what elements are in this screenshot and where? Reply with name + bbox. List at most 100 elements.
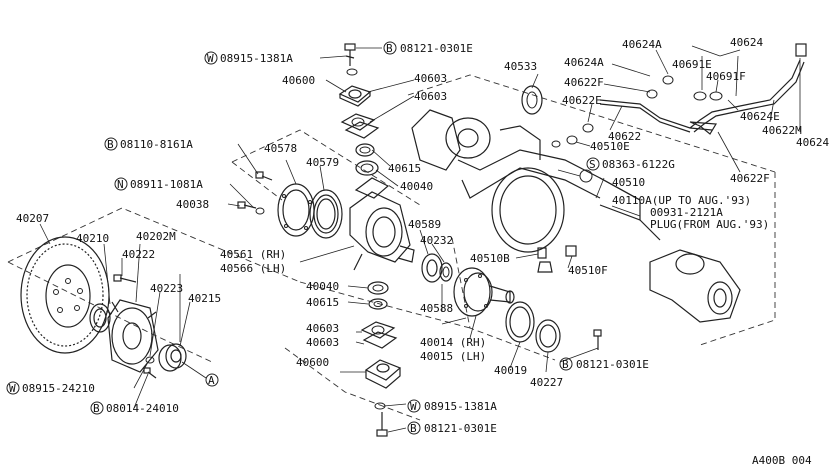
top-cap-40600-icon (338, 85, 372, 107)
bottom-bearing-40615-icon (368, 298, 388, 310)
label-40600-top: 40600 (282, 74, 315, 87)
label-40578: 40578 (264, 142, 297, 155)
label-08014: 08014-24010 (106, 402, 179, 415)
label-40624a-2: 40624A (622, 38, 662, 51)
label-40603-a: 40603 (414, 72, 447, 85)
seal-40579-icon (309, 189, 343, 239)
prefix-b-5: B (410, 422, 417, 435)
label-40561: 40561 (RH) (220, 248, 286, 261)
label-40510b: 40510B (470, 252, 510, 265)
label-40040-mid: 40040 (306, 280, 339, 293)
prefix-w-1: W (207, 52, 214, 65)
top-bearing-40615-icon (355, 143, 375, 157)
prefix-w-3: W (410, 400, 417, 413)
small-bolt-knuckle-icon (237, 171, 273, 215)
leader-lines (39, 45, 801, 433)
wheel-bearing-icon (158, 343, 187, 372)
steering-knuckle-icon (349, 177, 415, 271)
label-40622m: 40622M (762, 124, 802, 137)
label-40603-b: 40603 (414, 90, 447, 103)
filler-plug-icon (537, 245, 577, 273)
label-40600-bot: 40600 (296, 356, 329, 369)
label-40603-c: 40603 (306, 322, 339, 335)
label-08911: 08911-1081A (130, 178, 203, 191)
label-08915-24210: 08915-24210 (22, 382, 95, 395)
label-40210: 40210 (76, 232, 109, 245)
bottom-bolt-icon (374, 402, 388, 437)
oil-seal-40227-icon (535, 319, 561, 353)
label-40624a-1: 40624A (564, 56, 604, 69)
label-40040-top: 40040 (400, 180, 433, 193)
label-40691f: 40691F (706, 70, 746, 83)
bearing-40589-icon (421, 253, 443, 283)
washer-icon (143, 356, 157, 379)
axle-housing-icon (411, 109, 741, 323)
breather-tube-icon (599, 43, 807, 133)
label-top-bolt-b: 08121-0301E (400, 42, 473, 55)
prefix-s: S (589, 158, 596, 171)
label-bottom-bolt-w: 08915-1381A (424, 400, 497, 413)
label-40624-r: 40624 (796, 136, 829, 149)
hose-clamp-icon (551, 75, 723, 148)
label-40510: 40510 (612, 176, 645, 189)
spindle-icon (453, 267, 515, 317)
label-40015: 40015 (LH) (420, 350, 486, 363)
prefix-n: N (117, 178, 124, 191)
label-40624e: 40624E (740, 110, 780, 123)
seal-40232-mid-icon (439, 262, 453, 282)
label-40615-top: 40615 (388, 162, 421, 175)
bottom-cone-40040-icon (367, 281, 389, 295)
label-08121-mid: 08121-0301E (576, 358, 649, 371)
label-40227: 40227 (530, 376, 563, 389)
top-bolt-icon (344, 43, 358, 76)
label-40232: 40232 (420, 234, 453, 247)
seal-40533-icon (521, 85, 543, 115)
label-40014: 40014 (RH) (420, 336, 486, 349)
label-40622f-1: 40622F (564, 76, 604, 89)
label-40110a: 40110A(UP TO AUG.'93) (612, 194, 751, 207)
label-40223: 40223 (150, 282, 183, 295)
callout-a-right (557, 169, 593, 183)
part-labels: W 08915-1381A B 08121-0301E 40600 40603 … (6, 36, 829, 467)
label-40588: 40588 (420, 302, 453, 315)
label-40691e: 40691E (672, 58, 712, 71)
label-00931: 00931-2121A (650, 206, 723, 219)
hub-seal-icon (89, 303, 111, 333)
prefix-b-3: B (562, 358, 569, 371)
top-cone-40040-icon (355, 160, 379, 176)
label-40207: 40207 (16, 212, 49, 225)
assembly-outline-axle (284, 74, 776, 421)
wheel-hub-icon (107, 299, 159, 373)
label-40510e: 40510E (590, 140, 630, 153)
callout-a-left: A (181, 361, 219, 387)
label-40222: 40222 (122, 248, 155, 261)
label-40622f-2: 40622F (730, 172, 770, 185)
assembly-outline-hub (7, 207, 301, 363)
label-40202m: 40202M (136, 230, 176, 243)
label-40019: 40019 (494, 364, 527, 377)
small-bolt-mid-icon (593, 329, 602, 350)
label-08363: 08363-6122G (602, 158, 675, 171)
dust-seal-40578-icon (277, 183, 315, 237)
label-40622: 40622 (608, 130, 641, 143)
label-40215: 40215 (188, 292, 221, 305)
label-40622e: 40622E (562, 94, 602, 107)
top-shim-40603-icon (340, 113, 376, 131)
callout-a-text: A (208, 374, 215, 387)
label-40533: 40533 (504, 60, 537, 73)
bottom-shim-40603-icon (360, 321, 398, 349)
diagram-code: A400B 004 (752, 454, 812, 467)
prefix-b-1: B (386, 42, 393, 55)
label-40624: 40624 (730, 36, 763, 49)
label-40566: 40566 (LH) (220, 262, 286, 275)
assembly-outline-knuckle (231, 129, 471, 329)
label-bottom-bolt-b: 08121-0301E (424, 422, 497, 435)
label-top-bolt-w: 08915-1381A (220, 52, 293, 65)
prefix-b-4: B (93, 402, 100, 415)
label-40615-mid: 40615 (306, 296, 339, 309)
label-40589: 40589 (408, 218, 441, 231)
brake-rotor-icon (20, 236, 110, 354)
label-40603-d: 40603 (306, 336, 339, 349)
